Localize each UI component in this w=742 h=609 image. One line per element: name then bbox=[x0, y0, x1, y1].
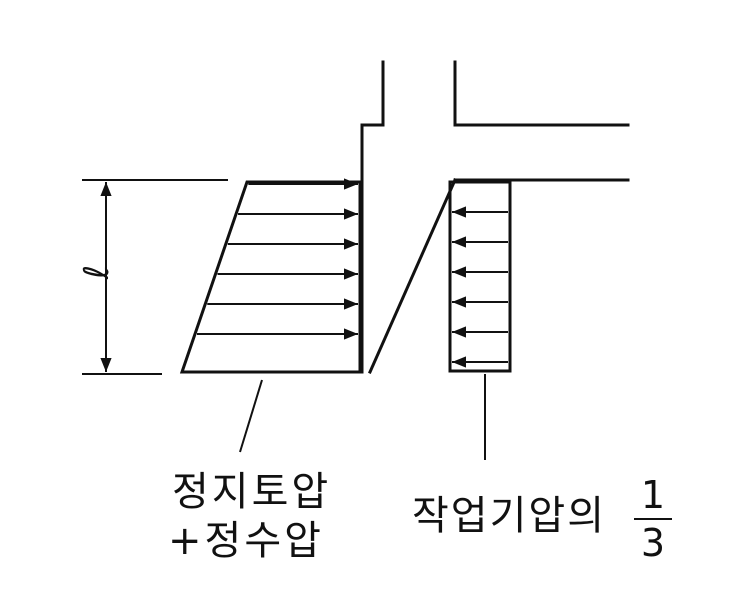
right-pressure-arrows bbox=[452, 206, 508, 368]
fraction-denominator: 3 bbox=[641, 521, 665, 565]
fraction-numerator: 1 bbox=[641, 473, 665, 517]
left-leader-line bbox=[239, 379, 263, 453]
cutting-edge-diagonal bbox=[368, 178, 457, 374]
left-wall-outline bbox=[360, 60, 385, 374]
dimension-label: ℓ bbox=[77, 265, 117, 280]
right-caption-text: 작업기압의 bbox=[412, 493, 606, 539]
left-pressure-diagram bbox=[179, 178, 362, 374]
left-pressure-outline bbox=[179, 180, 362, 374]
right-slab-outline bbox=[453, 60, 630, 127]
left-caption-line1: 정지토압 bbox=[172, 469, 331, 515]
right-pressure-diagram bbox=[448, 180, 512, 373]
left-pressure-arrows bbox=[197, 178, 358, 340]
height-dimension: ℓ bbox=[77, 179, 228, 375]
structure-outline bbox=[360, 60, 630, 374]
right-pressure-outline bbox=[448, 180, 512, 373]
left-caption-line2: +정수압 bbox=[168, 518, 324, 564]
